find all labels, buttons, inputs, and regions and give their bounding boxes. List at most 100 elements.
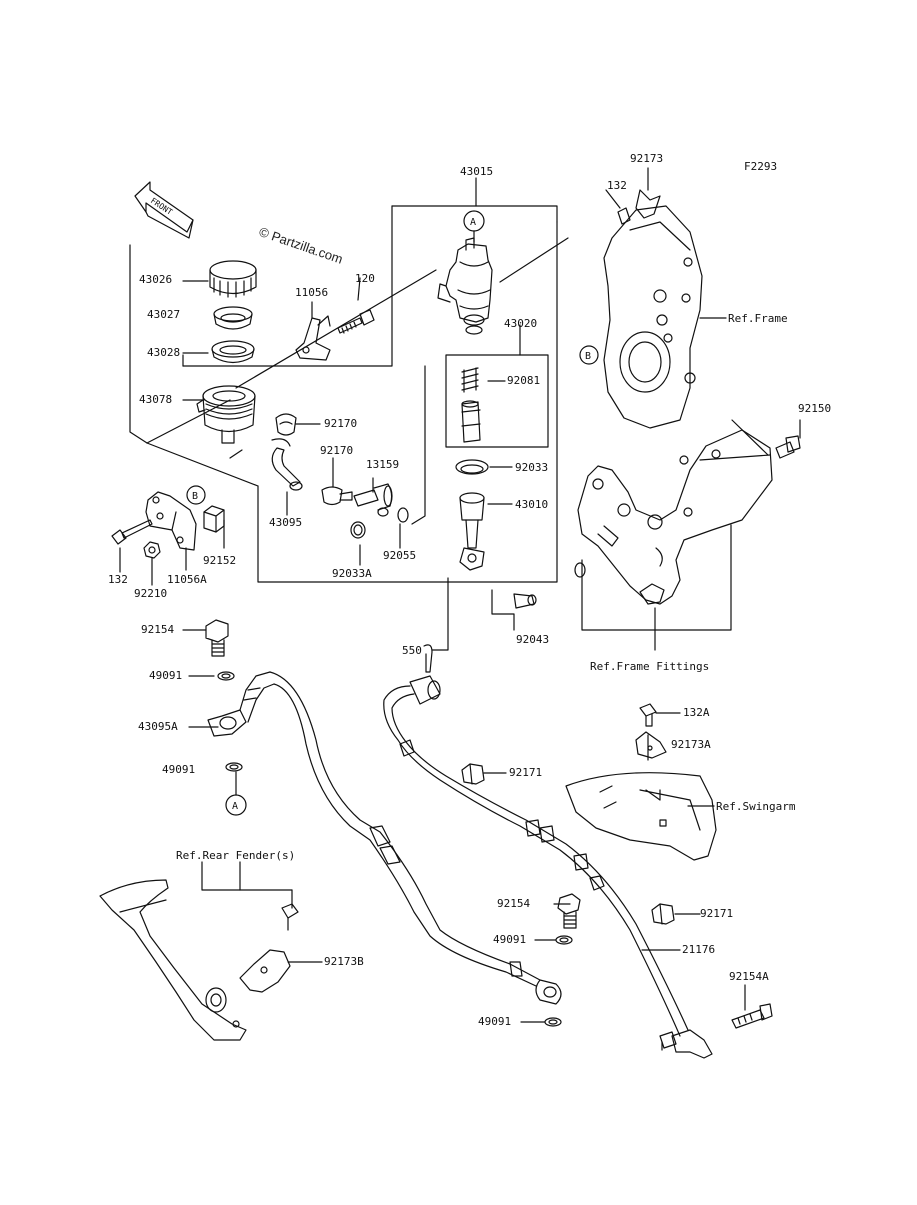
label-49091-c: 49091: [493, 933, 527, 946]
label-120: 120: [355, 272, 375, 285]
label-49091-a: 49091: [149, 669, 183, 682]
label-92173b: 92173B: [324, 955, 364, 968]
label-43015: 43015: [460, 165, 494, 178]
hose-fitting-part: [353, 483, 393, 517]
label-ref-swingarm: Ref.Swingarm: [716, 800, 796, 813]
label-43028: 43028: [147, 346, 181, 359]
snap-ring-part: [455, 459, 489, 475]
label-92170-a: 92170: [324, 417, 358, 430]
diagram-code: F2293: [744, 160, 778, 173]
label-ref-frame-fittings: Ref.Frame Fittings: [590, 660, 710, 673]
label-92154-mid: 92154: [497, 897, 531, 910]
reservoir-hose-part: [271, 438, 303, 491]
damper-part: [203, 505, 225, 533]
marker-a: A: [463, 210, 485, 232]
label-49091-d: 49091: [478, 1015, 512, 1028]
footpeg-bracket-part: [577, 429, 773, 605]
label-92055: 92055: [383, 549, 417, 562]
label-49091-b: 49091: [162, 763, 196, 776]
reservoir-hose-line-part: [383, 675, 713, 1059]
diaphragm-plate-part: [213, 306, 253, 330]
label-43020: 43020: [504, 317, 538, 330]
marker-b: B: [579, 345, 599, 365]
washer-part: [574, 562, 586, 578]
label-92173: 92173: [630, 152, 664, 165]
washer-part: [225, 762, 243, 772]
label-132-top: 132: [607, 179, 627, 192]
washer-part: [555, 935, 573, 945]
frame-plate-part: [603, 189, 703, 429]
front-arrow-icon: FRONT: [134, 181, 194, 239]
label-92171-b: 92171: [700, 907, 734, 920]
label-92152: 92152: [203, 554, 237, 567]
marker-b: B: [186, 485, 206, 505]
svg-text:A: A: [470, 217, 476, 228]
brake-hose-part: [207, 671, 562, 1005]
bracket-part: [295, 315, 331, 361]
label-ref-rear-fender: Ref.Rear Fender(s): [176, 849, 296, 862]
clamp-bracket-part: [635, 731, 667, 759]
nut-part: [143, 541, 161, 559]
svg-text:B: B: [585, 351, 591, 362]
side-bracket-part: [145, 491, 197, 551]
label-92081: 92081: [507, 374, 541, 387]
label-132a: 132A: [683, 706, 710, 719]
pin-part: [513, 593, 537, 609]
label-92210: 92210: [134, 587, 168, 600]
hose-clamp-part: [321, 486, 353, 506]
label-43026: 43026: [139, 273, 173, 286]
label-92154a: 92154A: [729, 970, 769, 983]
master-cylinder-part: [437, 237, 493, 335]
banjo-bolt-part: [557, 893, 581, 929]
bolt-part: [111, 519, 153, 545]
label-92173a: 92173A: [671, 738, 711, 751]
label-92033a: 92033A: [332, 567, 372, 580]
reservoir-cap-part: [209, 260, 257, 298]
label-92150: 92150: [798, 402, 832, 415]
label-43095: 43095: [269, 516, 303, 529]
svg-text:A: A: [232, 801, 238, 812]
label-ref-frame: Ref.Frame: [728, 312, 788, 325]
bolt-part: [775, 435, 801, 459]
diaphragm-part: [211, 340, 255, 364]
swingarm-part: [565, 772, 717, 861]
label-43078: 43078: [139, 393, 173, 406]
spring-part: [461, 367, 479, 393]
hose-clamp-part: [275, 413, 297, 436]
group-outline-lines: [119, 167, 801, 1023]
push-rod-part: [459, 492, 485, 571]
o-ring-part: [397, 507, 409, 523]
rear-fender-part: [99, 879, 247, 1041]
washer-part: [217, 671, 235, 681]
label-92154-top: 92154: [141, 623, 175, 636]
piston-part: [461, 400, 481, 443]
label-92170-b: 92170: [320, 444, 354, 457]
label-43095a: 43095A: [138, 720, 178, 733]
bolt-part: [639, 703, 657, 727]
washer-part: [544, 1017, 562, 1027]
label-11056a: 11056A: [167, 573, 207, 586]
label-13159: 13159: [366, 458, 400, 471]
marker-a: A: [225, 794, 247, 816]
svg-text:B: B: [192, 491, 198, 502]
label-92043: 92043: [516, 633, 550, 646]
cotter-pin-part: [423, 644, 433, 673]
reservoir-tank-part: [196, 385, 256, 444]
label-43027: 43027: [147, 308, 181, 321]
label-43010: 43010: [515, 498, 549, 511]
bolt-part: [731, 1003, 773, 1029]
label-92033: 92033: [515, 461, 549, 474]
clamp-bracket-part: [239, 903, 299, 993]
snap-ring-part: [350, 521, 366, 539]
label-11056: 11056: [295, 286, 329, 299]
hose-clamp-part: [461, 763, 485, 785]
bolt-part: [337, 309, 375, 334]
banjo-bolt-part: [205, 619, 229, 657]
label-92171-a: 92171: [509, 766, 543, 779]
label-21176: 21176: [682, 943, 716, 956]
hose-clamp-part: [651, 903, 675, 925]
label-132-left: 132: [108, 573, 128, 586]
label-550: 550: [402, 644, 422, 657]
